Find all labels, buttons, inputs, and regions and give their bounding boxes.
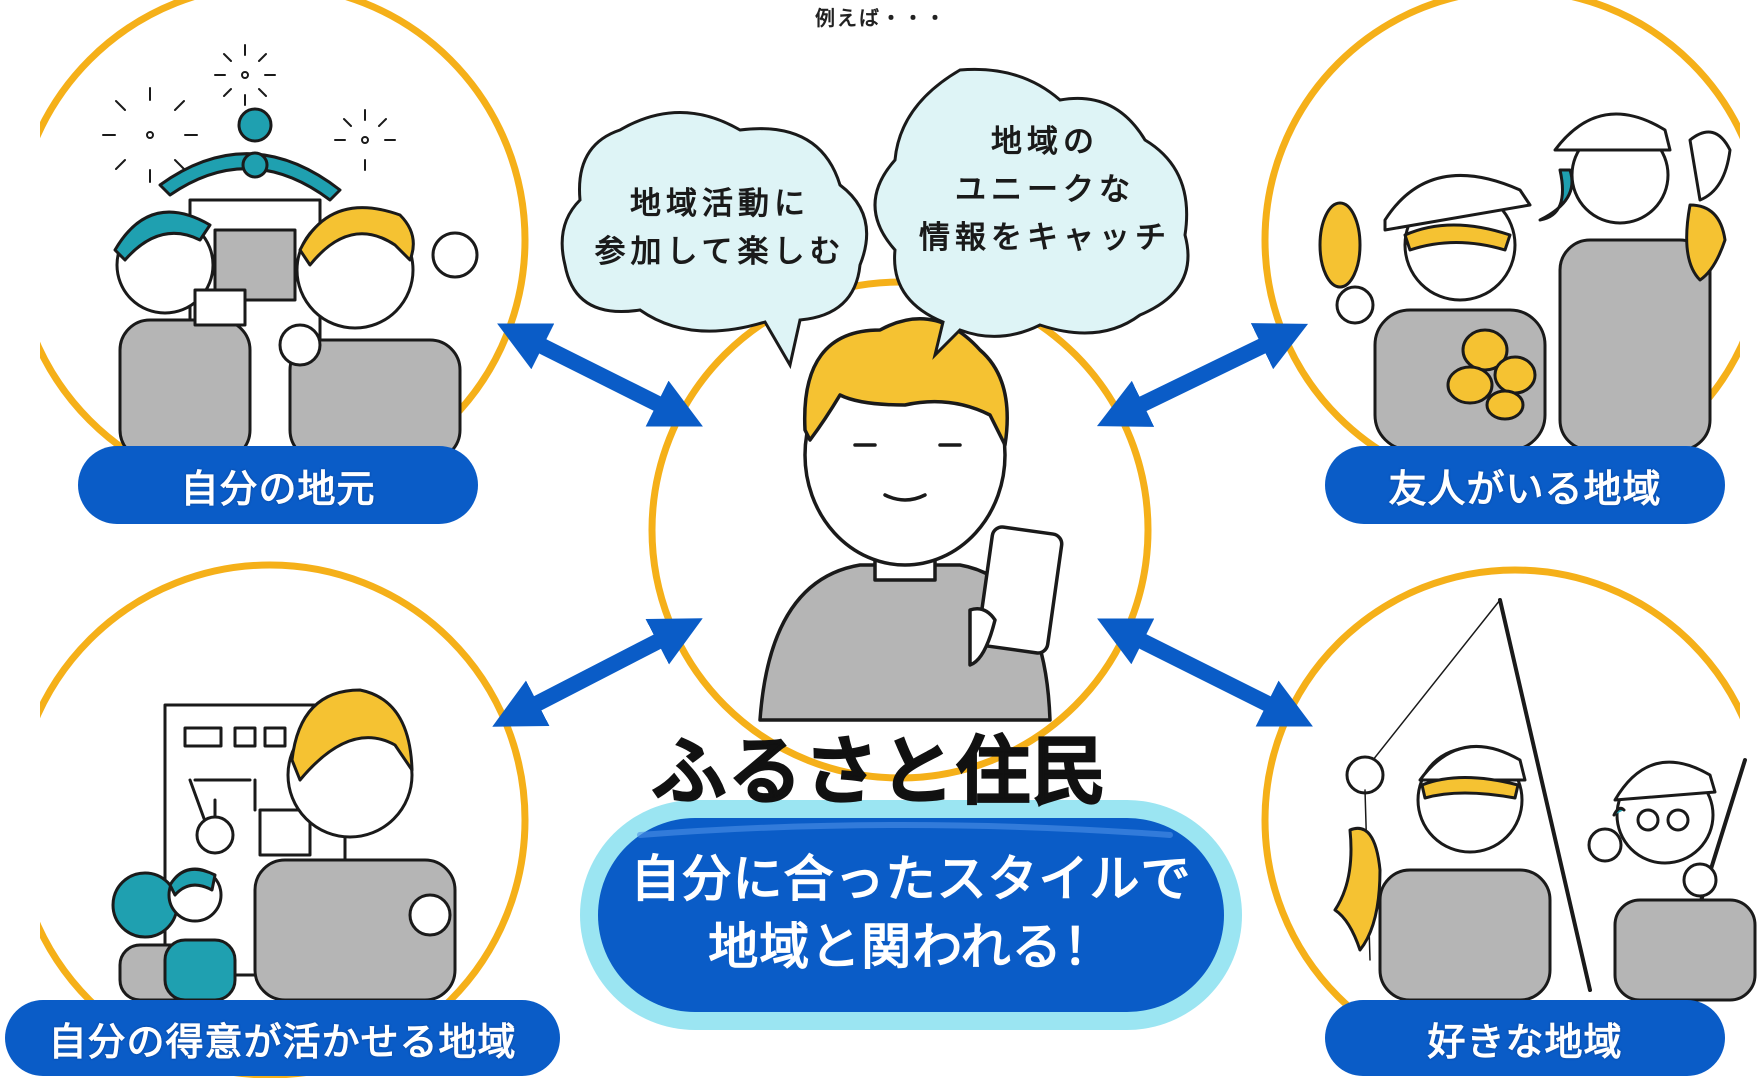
illustration-resident [758,317,1064,722]
bubble-info-text: 地域の ユニークな 情報をキャッチ [905,118,1185,262]
arrow-favorite [1097,618,1313,727]
illustration-home-festival [102,44,479,462]
bubble-activity-line-1: 地域活動に [630,186,810,222]
intro-note: 例えば・・・ [815,6,947,30]
bubble-info-line-2: ユニークな [955,172,1135,208]
speech-bubble-info [873,67,1190,360]
bubble-info-line-3: 情報をキャッチ [919,220,1171,256]
label-favorite: 好きな地域 [1325,1000,1725,1076]
illustration-skills-teaching [111,688,457,1002]
arrows [492,323,1313,727]
bubble-activity-line-2: 参加して楽しむ [594,234,846,270]
center-subtitle: 自分に合ったスタイルで 地域と関われる！ [596,845,1226,981]
center-subtitle-line-2: 地域と関われる！ [708,918,1114,976]
arrow-friends [1096,323,1309,427]
center-badge [598,818,1224,1012]
label-skills: 自分の得意が活かせる地域 [5,1000,560,1076]
center-title: ふるさと住民 [651,728,1108,816]
illustration-favorite-fishing [1333,598,1757,1002]
arrow-skills [492,618,703,727]
illustration-friends-farming [1318,112,1732,452]
center-subtitle-line-1: 自分に合ったスタイルで [630,850,1192,908]
arrow-home [497,323,703,427]
bubble-info-line-1: 地域の [991,124,1099,160]
bubble-activity-text: 地域活動に 参加して楽しむ [585,180,855,276]
label-home: 自分の地元 [78,446,478,524]
speech-bubble-activity [560,111,869,370]
label-friends: 友人がいる地域 [1325,446,1725,524]
